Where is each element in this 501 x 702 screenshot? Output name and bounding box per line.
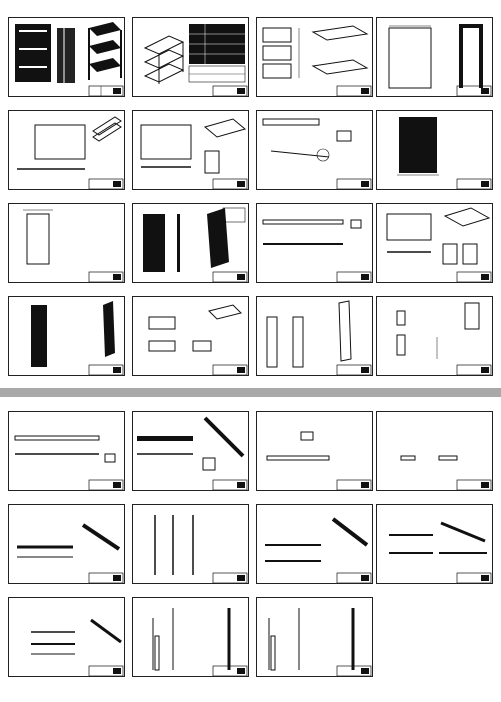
sheet-drawing [17, 523, 124, 583]
drawing-sheet[interactable] [256, 110, 373, 190]
drawing-sheet[interactable] [256, 203, 373, 283]
sheet-drawing [386, 207, 492, 282]
sheet-drawing [388, 24, 492, 96]
sheet-drawing [14, 435, 124, 490]
drawing-sheet[interactable] [132, 504, 249, 584]
drawing-sheet[interactable] [376, 504, 493, 584]
drawing-sheet[interactable] [132, 411, 249, 491]
drawing-sheet[interactable] [132, 203, 249, 283]
drawing-sheet[interactable] [8, 203, 125, 283]
drawing-sheet[interactable] [132, 296, 249, 376]
drawing-sheet[interactable] [256, 597, 373, 677]
sheet-drawing [31, 618, 124, 676]
drawing-sheet[interactable] [8, 296, 125, 376]
sheet-drawing [262, 118, 372, 189]
sheet-drawing [140, 118, 248, 189]
drawing-sheet[interactable] [132, 110, 249, 190]
sheet-drawing [143, 24, 248, 96]
sheet-drawing [389, 521, 492, 583]
sheet-drawing [152, 608, 248, 676]
sheet-drawing [400, 455, 492, 490]
section-divider [0, 388, 501, 397]
sheet-drawing [262, 219, 372, 282]
sheet-drawing [265, 517, 372, 583]
drawing-sheet[interactable] [8, 17, 125, 97]
sheet-drawing [262, 25, 372, 96]
sheet-drawing [23, 209, 124, 282]
drawing-sheet[interactable] [256, 504, 373, 584]
drawing-sheet[interactable] [376, 203, 493, 283]
sheet-drawing [268, 608, 372, 676]
drawing-sheet[interactable] [376, 17, 493, 97]
sheet-drawing [396, 302, 492, 375]
drawing-sheet[interactable] [8, 597, 125, 677]
drawing-sheet[interactable] [132, 597, 249, 677]
drawing-sheet[interactable] [256, 411, 373, 491]
sheet-drawing [17, 116, 124, 189]
sheet-drawing [15, 22, 124, 96]
drawing-sheet[interactable] [8, 504, 125, 584]
drawing-sheet[interactable] [256, 17, 373, 97]
sheet-drawing [397, 117, 492, 189]
sheet-drawing [143, 207, 248, 282]
drawing-sheet[interactable] [256, 296, 373, 376]
sheet-drawing [154, 515, 248, 583]
drawing-sheet[interactable] [132, 17, 249, 97]
sheet-drawing [148, 304, 248, 375]
sheet-drawing [31, 301, 124, 375]
sheet-drawing [137, 416, 248, 490]
drawing-sheet[interactable] [8, 110, 125, 190]
drawing-sheet[interactable] [376, 110, 493, 190]
sheet-drawing [266, 431, 372, 490]
drawing-sheet[interactable] [8, 411, 125, 491]
sheet-drawing [266, 300, 372, 375]
drawing-sheet[interactable] [376, 296, 493, 376]
drawing-sheet[interactable] [376, 411, 493, 491]
